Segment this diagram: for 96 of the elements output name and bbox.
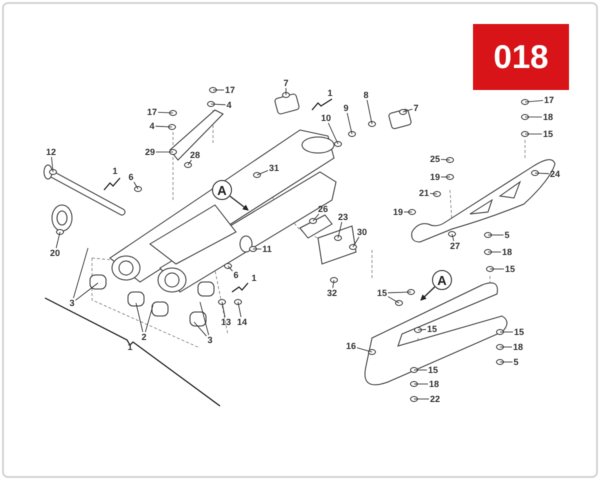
leader-line — [366, 100, 372, 124]
callout-number: 30 — [356, 227, 368, 237]
leader-line — [402, 108, 413, 112]
callout-number: 15 — [513, 327, 525, 337]
callout-number: 20 — [49, 248, 61, 258]
leader-line — [388, 292, 412, 294]
callout-number: 2 — [140, 332, 148, 342]
leader-line — [188, 160, 192, 166]
leader-line — [256, 170, 268, 176]
callout-number: 27 — [449, 241, 461, 251]
callout-number: 15 — [427, 365, 439, 375]
leader-line — [430, 193, 438, 194]
leader-line — [490, 268, 504, 270]
callout-number: 3 — [68, 298, 76, 308]
leader-line — [332, 280, 334, 288]
callout-number: 31 — [268, 163, 280, 173]
leader-line — [56, 232, 60, 248]
leader-line — [328, 122, 338, 144]
page-number-badge: 018 — [473, 24, 569, 90]
callout-number: 18 — [501, 247, 513, 257]
callout-number: 17 — [543, 95, 555, 105]
callout-number: 4 — [226, 100, 232, 110]
callout-number: 6 — [128, 172, 134, 182]
callout-number: 15 — [426, 324, 438, 334]
callout-number: 15 — [542, 129, 554, 139]
leader-line — [312, 214, 320, 222]
callout-number: 25 — [429, 154, 441, 164]
arrow — [230, 196, 249, 211]
leader-line — [200, 302, 210, 336]
callout-number: 15 — [504, 264, 516, 274]
callout-number: 29 — [144, 147, 156, 157]
leader-line — [155, 126, 172, 128]
callout-number: 11 — [261, 244, 273, 254]
leader-line — [158, 112, 174, 114]
callout-number: 19 — [429, 172, 441, 182]
callout-number: 7 — [412, 103, 420, 113]
leader-line — [418, 329, 426, 330]
callout-number: 22 — [429, 394, 441, 404]
callout-number: 5 — [504, 230, 510, 240]
callout-number: 15 — [376, 288, 388, 298]
assembly-number: 1 — [128, 342, 132, 352]
leader-line — [73, 248, 88, 298]
leader-line — [524, 116, 542, 118]
callout-number: 19 — [392, 207, 404, 217]
detail-marker: A — [432, 270, 452, 290]
arrow — [420, 286, 436, 301]
leader-line — [440, 176, 450, 178]
leader-line — [194, 322, 207, 336]
leader-line — [356, 347, 372, 352]
callout-number: 12 — [45, 147, 57, 157]
leader-line — [524, 100, 544, 102]
leader-line — [414, 398, 430, 400]
callout-number: 18 — [512, 342, 524, 352]
callout-number: 16 — [345, 341, 357, 351]
leader-line — [488, 234, 504, 236]
callout-number: 4 — [148, 121, 156, 131]
callout-number: 17 — [146, 107, 158, 117]
leader-line — [145, 304, 154, 332]
leader-line — [210, 104, 226, 106]
callout-number: 3 — [206, 335, 214, 345]
callout-number: 10 — [320, 113, 332, 123]
assembly-number: 1 — [252, 273, 256, 283]
leader-line — [534, 172, 550, 174]
leader-line — [238, 302, 242, 318]
callout-number: 32 — [326, 288, 338, 298]
leader-line — [252, 248, 262, 250]
leader-line — [388, 296, 400, 304]
callout-number: 21 — [418, 188, 430, 198]
callout-number: 24 — [549, 169, 561, 179]
callout-number: 8 — [362, 90, 370, 100]
leader-line — [136, 302, 144, 332]
leader-line — [222, 302, 226, 318]
callout-number: 13 — [220, 317, 232, 327]
leader-line — [452, 234, 454, 242]
callout-number: 14 — [236, 317, 248, 327]
callout-number: 28 — [189, 150, 201, 160]
leader-line — [228, 266, 233, 272]
callout-number: 9 — [342, 103, 350, 113]
callout-number: 26 — [317, 204, 329, 214]
callout-number: 18 — [542, 112, 554, 122]
callout-number: 23 — [337, 212, 349, 222]
callout-number: 6 — [232, 270, 240, 280]
assembly-number: 1 — [112, 166, 118, 176]
leader-line — [346, 112, 352, 134]
leader-line — [500, 346, 512, 348]
leader-line — [352, 236, 360, 248]
leader-line — [75, 282, 98, 301]
assembly-number: 1 — [328, 88, 332, 98]
leader-line — [338, 222, 342, 238]
callout-number: 7 — [282, 78, 290, 88]
leader-line — [51, 156, 54, 172]
callout-number: 5 — [512, 357, 520, 367]
leader-line — [134, 182, 138, 190]
leader-line — [440, 159, 450, 160]
callout-number: 17 — [224, 85, 236, 95]
callout-number: 18 — [428, 379, 440, 389]
